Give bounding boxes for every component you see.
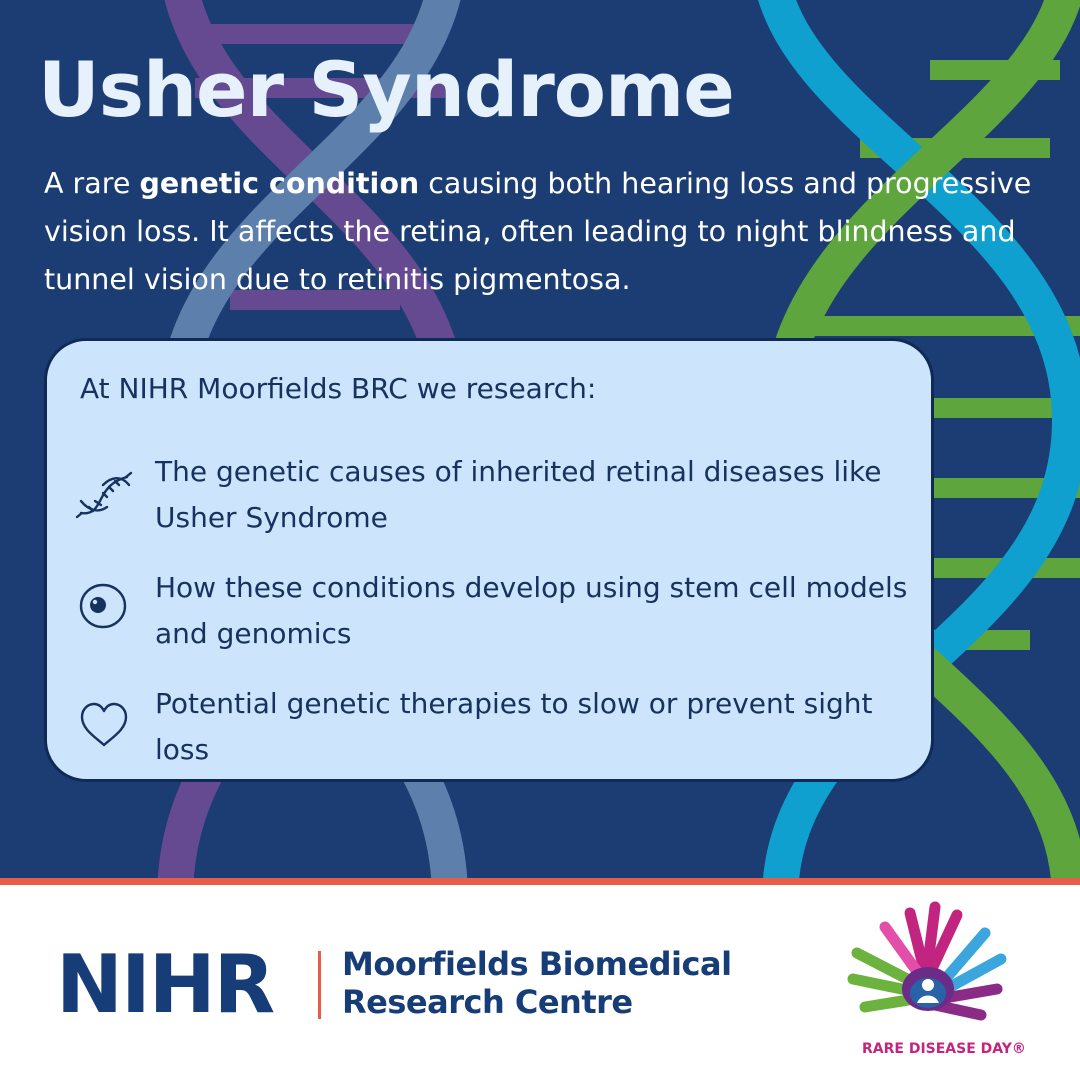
logo-divider bbox=[318, 951, 321, 1019]
research-heading: At NIHR Moorfields BRC we research: bbox=[80, 372, 597, 405]
hero-section: Usher Syndrome A rare genetic condition … bbox=[0, 0, 1080, 880]
intro-prefix: A rare bbox=[44, 167, 140, 200]
intro-suffix: causing both hearing loss and progressiv… bbox=[44, 167, 1032, 296]
research-card: At NIHR Moorfields BRC we research: The … bbox=[44, 338, 934, 782]
eye-icon bbox=[79, 583, 127, 629]
intro-emphasis: genetic condition bbox=[139, 167, 420, 200]
research-item-text: How these conditions develop using stem … bbox=[155, 571, 908, 650]
centre-name-line1: Moorfields Biomedical bbox=[342, 945, 732, 983]
research-item-text: The genetic causes of inherited retinal … bbox=[155, 455, 882, 534]
research-item-text: Potential genetic therapies to slow or p… bbox=[155, 687, 873, 766]
rare-disease-day-hands-logo bbox=[847, 901, 1007, 1021]
dna-icon bbox=[75, 471, 133, 519]
nihr-logo: NIHR bbox=[56, 938, 275, 1031]
accent-divider bbox=[0, 878, 1080, 885]
heart-icon bbox=[80, 702, 128, 747]
rare-disease-day-label: RARE DISEASE DAY® bbox=[862, 1041, 1026, 1057]
intro-text: A rare genetic condition causing both he… bbox=[44, 160, 1044, 304]
page-title: Usher Syndrome bbox=[38, 45, 735, 134]
centre-name-line2: Research Centre bbox=[342, 983, 633, 1021]
